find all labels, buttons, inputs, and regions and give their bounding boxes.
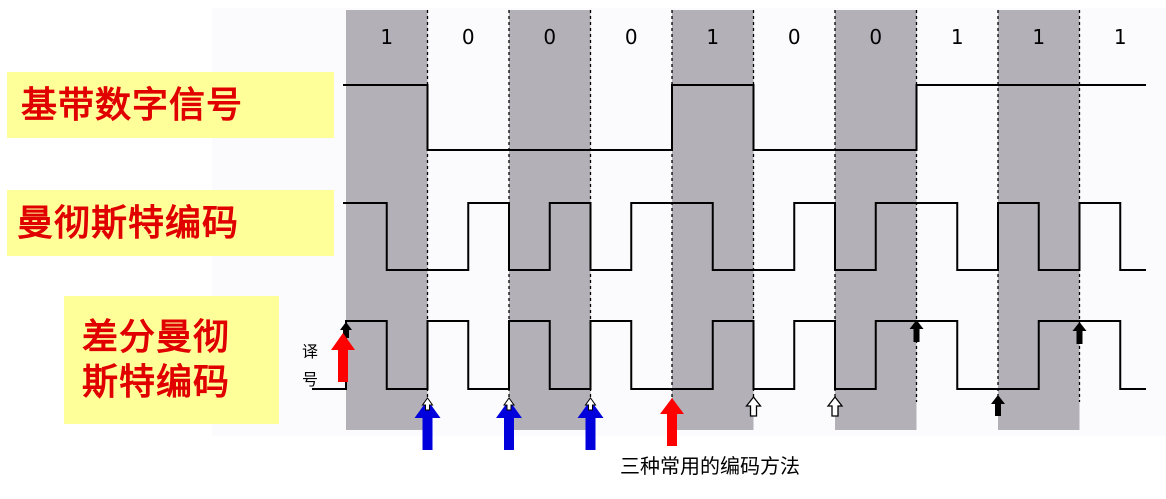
- manchester-encoding-label: 曼彻斯特编码: [7, 190, 334, 256]
- partial-text-line2: 号: [302, 370, 319, 389]
- bit-label: 1: [706, 25, 719, 49]
- transition-arrow-red: [331, 333, 355, 382]
- transition-arrow-head: [584, 397, 597, 411]
- manchester-waveform: [343, 202, 1146, 271]
- diagram-caption: 三种常用的编码方法: [620, 454, 800, 478]
- bit-label: 0: [625, 25, 638, 49]
- partial-text-line1: 译: [302, 342, 319, 361]
- bit-label: 1: [380, 25, 393, 49]
- transition-arrow-blue: [414, 400, 441, 450]
- bit-label: 0: [869, 25, 882, 49]
- mid-bit-arrow: [991, 395, 1005, 416]
- baseband-signal-label-text: 基带数字信号: [21, 83, 244, 126]
- no-transition-arrow: [826, 395, 844, 417]
- transition-arrow-head: [503, 397, 515, 411]
- transition-arrow-blue: [496, 400, 522, 450]
- differential-manchester-waveform: [312, 320, 1146, 390]
- partial-text-fragment: 译 号: [302, 338, 324, 394]
- manchester-encoding-label-text: 曼彻斯特编码: [17, 201, 240, 244]
- bit-label: 1: [1032, 25, 1045, 49]
- bit-label: 0: [543, 25, 556, 49]
- bit-label: 1: [951, 25, 964, 49]
- bit-label: 0: [788, 25, 801, 49]
- baseband-signal-label: 基带数字信号: [7, 72, 334, 138]
- transition-arrow-head: [421, 397, 434, 411]
- bit-label: 0: [462, 25, 475, 49]
- transition-arrow-blue: [577, 400, 604, 450]
- mid-bit-arrow: [1072, 322, 1087, 344]
- no-transition-arrow: [745, 395, 762, 417]
- differential-manchester-label-line2: 斯特编码: [82, 361, 231, 403]
- differential-manchester-label: 差分曼彻 斯特编码: [64, 296, 279, 424]
- baseband-waveform: [343, 84, 1146, 151]
- transition-arrow-red: [660, 398, 684, 446]
- bit-label: 1: [1114, 25, 1127, 49]
- mid-bit-arrow: [909, 320, 924, 342]
- differential-manchester-label-line1: 差分曼彻: [82, 316, 231, 358]
